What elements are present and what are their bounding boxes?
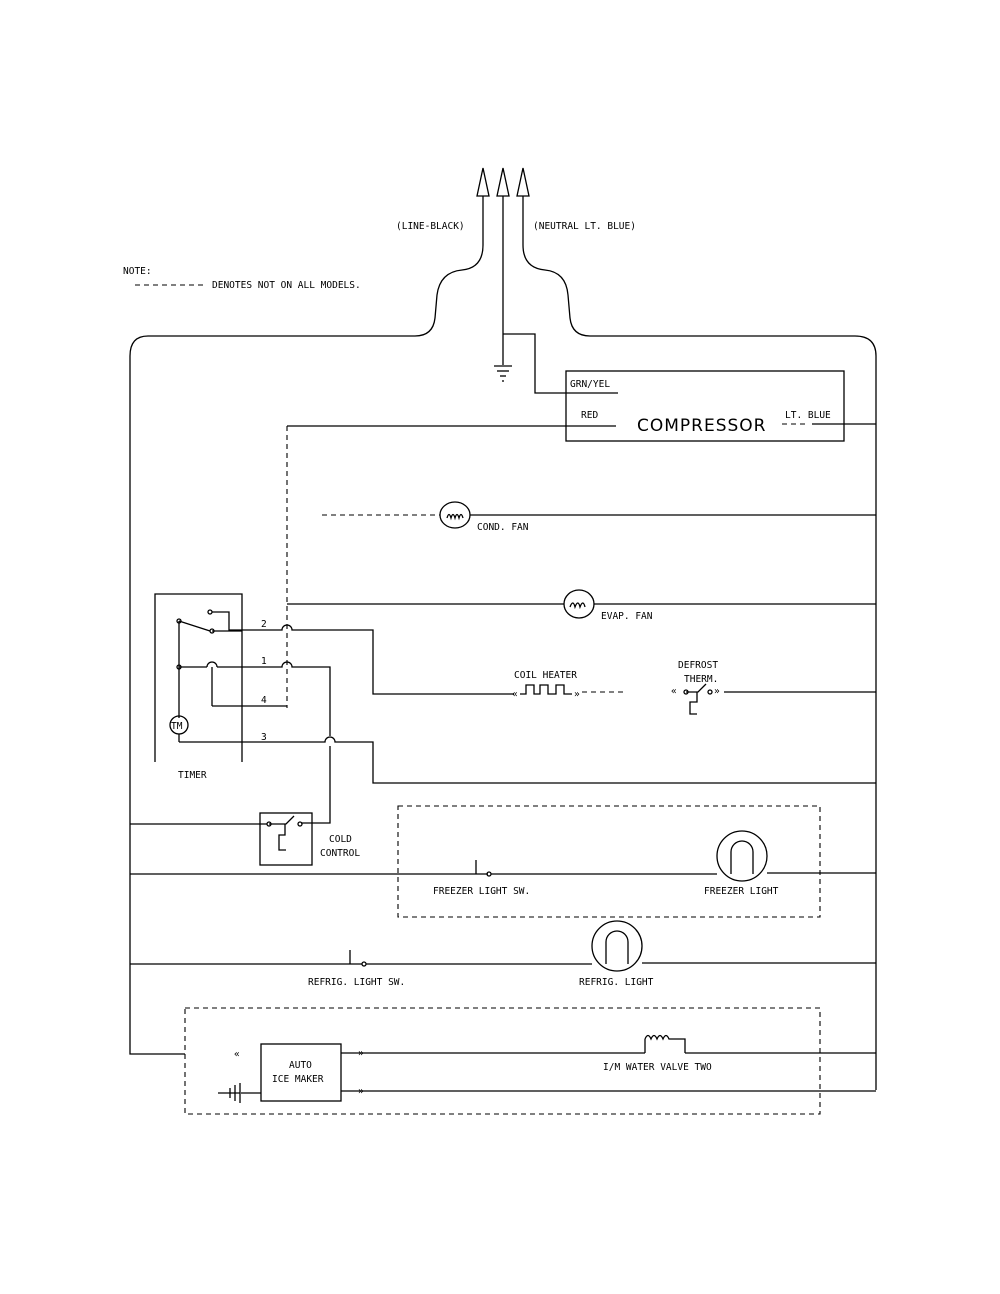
ice-maker-label-2: ICE MAKER: [272, 1074, 324, 1085]
svg-text:«: «: [512, 689, 518, 700]
line-label: (LINE-BLACK): [396, 221, 465, 232]
freezer-light-label: FREEZER LIGHT: [704, 886, 779, 897]
power-cord: [129, 167, 877, 1090]
coil-heater-symbol: [520, 684, 572, 695]
freezer-light-sw-label: FREEZER LIGHT SW.: [433, 886, 530, 897]
freezer-light-switch: [475, 860, 488, 875]
svg-text:«: «: [234, 1049, 240, 1060]
freezer-light-bulb: [716, 830, 768, 882]
water-valve-label: I/M WATER VALVE TWO: [603, 1062, 712, 1073]
coil-heater-label: COIL HEATER: [514, 670, 577, 681]
neutral-arrow: [516, 167, 530, 197]
svg-text:»: »: [574, 689, 580, 700]
note-title: NOTE:: [123, 266, 152, 277]
ground-symbol: [494, 365, 512, 382]
freezer-light-box: [397, 805, 821, 918]
ice-maker-label-1: AUTO: [289, 1060, 312, 1071]
neutral-wire: [522, 196, 877, 1090]
ice-maker-ground-symbol: [218, 1083, 261, 1103]
cond-fan-symbol: [439, 501, 471, 529]
defrost-label-1: DEFROST: [678, 660, 718, 671]
neutral-label: (NEUTRAL LT. BLUE): [533, 221, 636, 232]
timer-motor-label: TM: [171, 721, 183, 732]
note-text: DENOTES NOT ON ALL MODELS.: [212, 280, 361, 291]
svg-text:«: «: [671, 686, 677, 697]
svg-text:»: »: [714, 686, 720, 697]
terminal-2-wire: [242, 624, 514, 695]
compressor-label: COMPRESSOR: [637, 416, 767, 436]
defrost-label-2: THERM.: [684, 674, 718, 685]
refrig-light-label: REFRIG. LIGHT: [579, 977, 654, 988]
ice-maker-section-box: [184, 1007, 821, 1115]
ground-arrow: [496, 167, 510, 197]
line-arrow: [476, 167, 490, 197]
cold-control-box: [259, 812, 313, 866]
compressor-box: [565, 370, 845, 442]
compressor-red-label: RED: [581, 410, 598, 421]
refrig-light-switch: [349, 950, 362, 965]
timer-terminal-4: 4: [261, 695, 267, 706]
ice-maker-box: [260, 1043, 342, 1102]
line-wire: [129, 196, 484, 1055]
timer-terminal-2: 2: [261, 619, 267, 630]
cold-control-label-1: COLD: [329, 834, 352, 845]
compressor-blue-label: LT. BLUE: [785, 410, 831, 421]
timer-terminal-3: 3: [261, 732, 267, 743]
defrost-therm-symbol: [686, 683, 707, 693]
timer-frame: [154, 593, 243, 762]
timer: TM: [154, 593, 243, 762]
compressor-grn-label: GRN/YEL: [570, 379, 610, 390]
water-valve-symbol: [644, 1034, 686, 1053]
timer-terminal-1: 1: [261, 656, 267, 667]
terminal-3-wire: [242, 736, 876, 784]
terminal-1-wire: [242, 661, 331, 736]
timer-label: TIMER: [178, 770, 207, 781]
refrig-light-sw-label: REFRIG. LIGHT SW.: [308, 977, 405, 988]
refrig-light-bulb: [591, 920, 643, 972]
cold-control-label-2: CONTROL: [320, 848, 360, 859]
cond-fan-label: COND. FAN: [477, 522, 529, 533]
evap-fan-label: EVAP. FAN: [601, 611, 653, 622]
grn-yel-wire: [503, 333, 566, 394]
